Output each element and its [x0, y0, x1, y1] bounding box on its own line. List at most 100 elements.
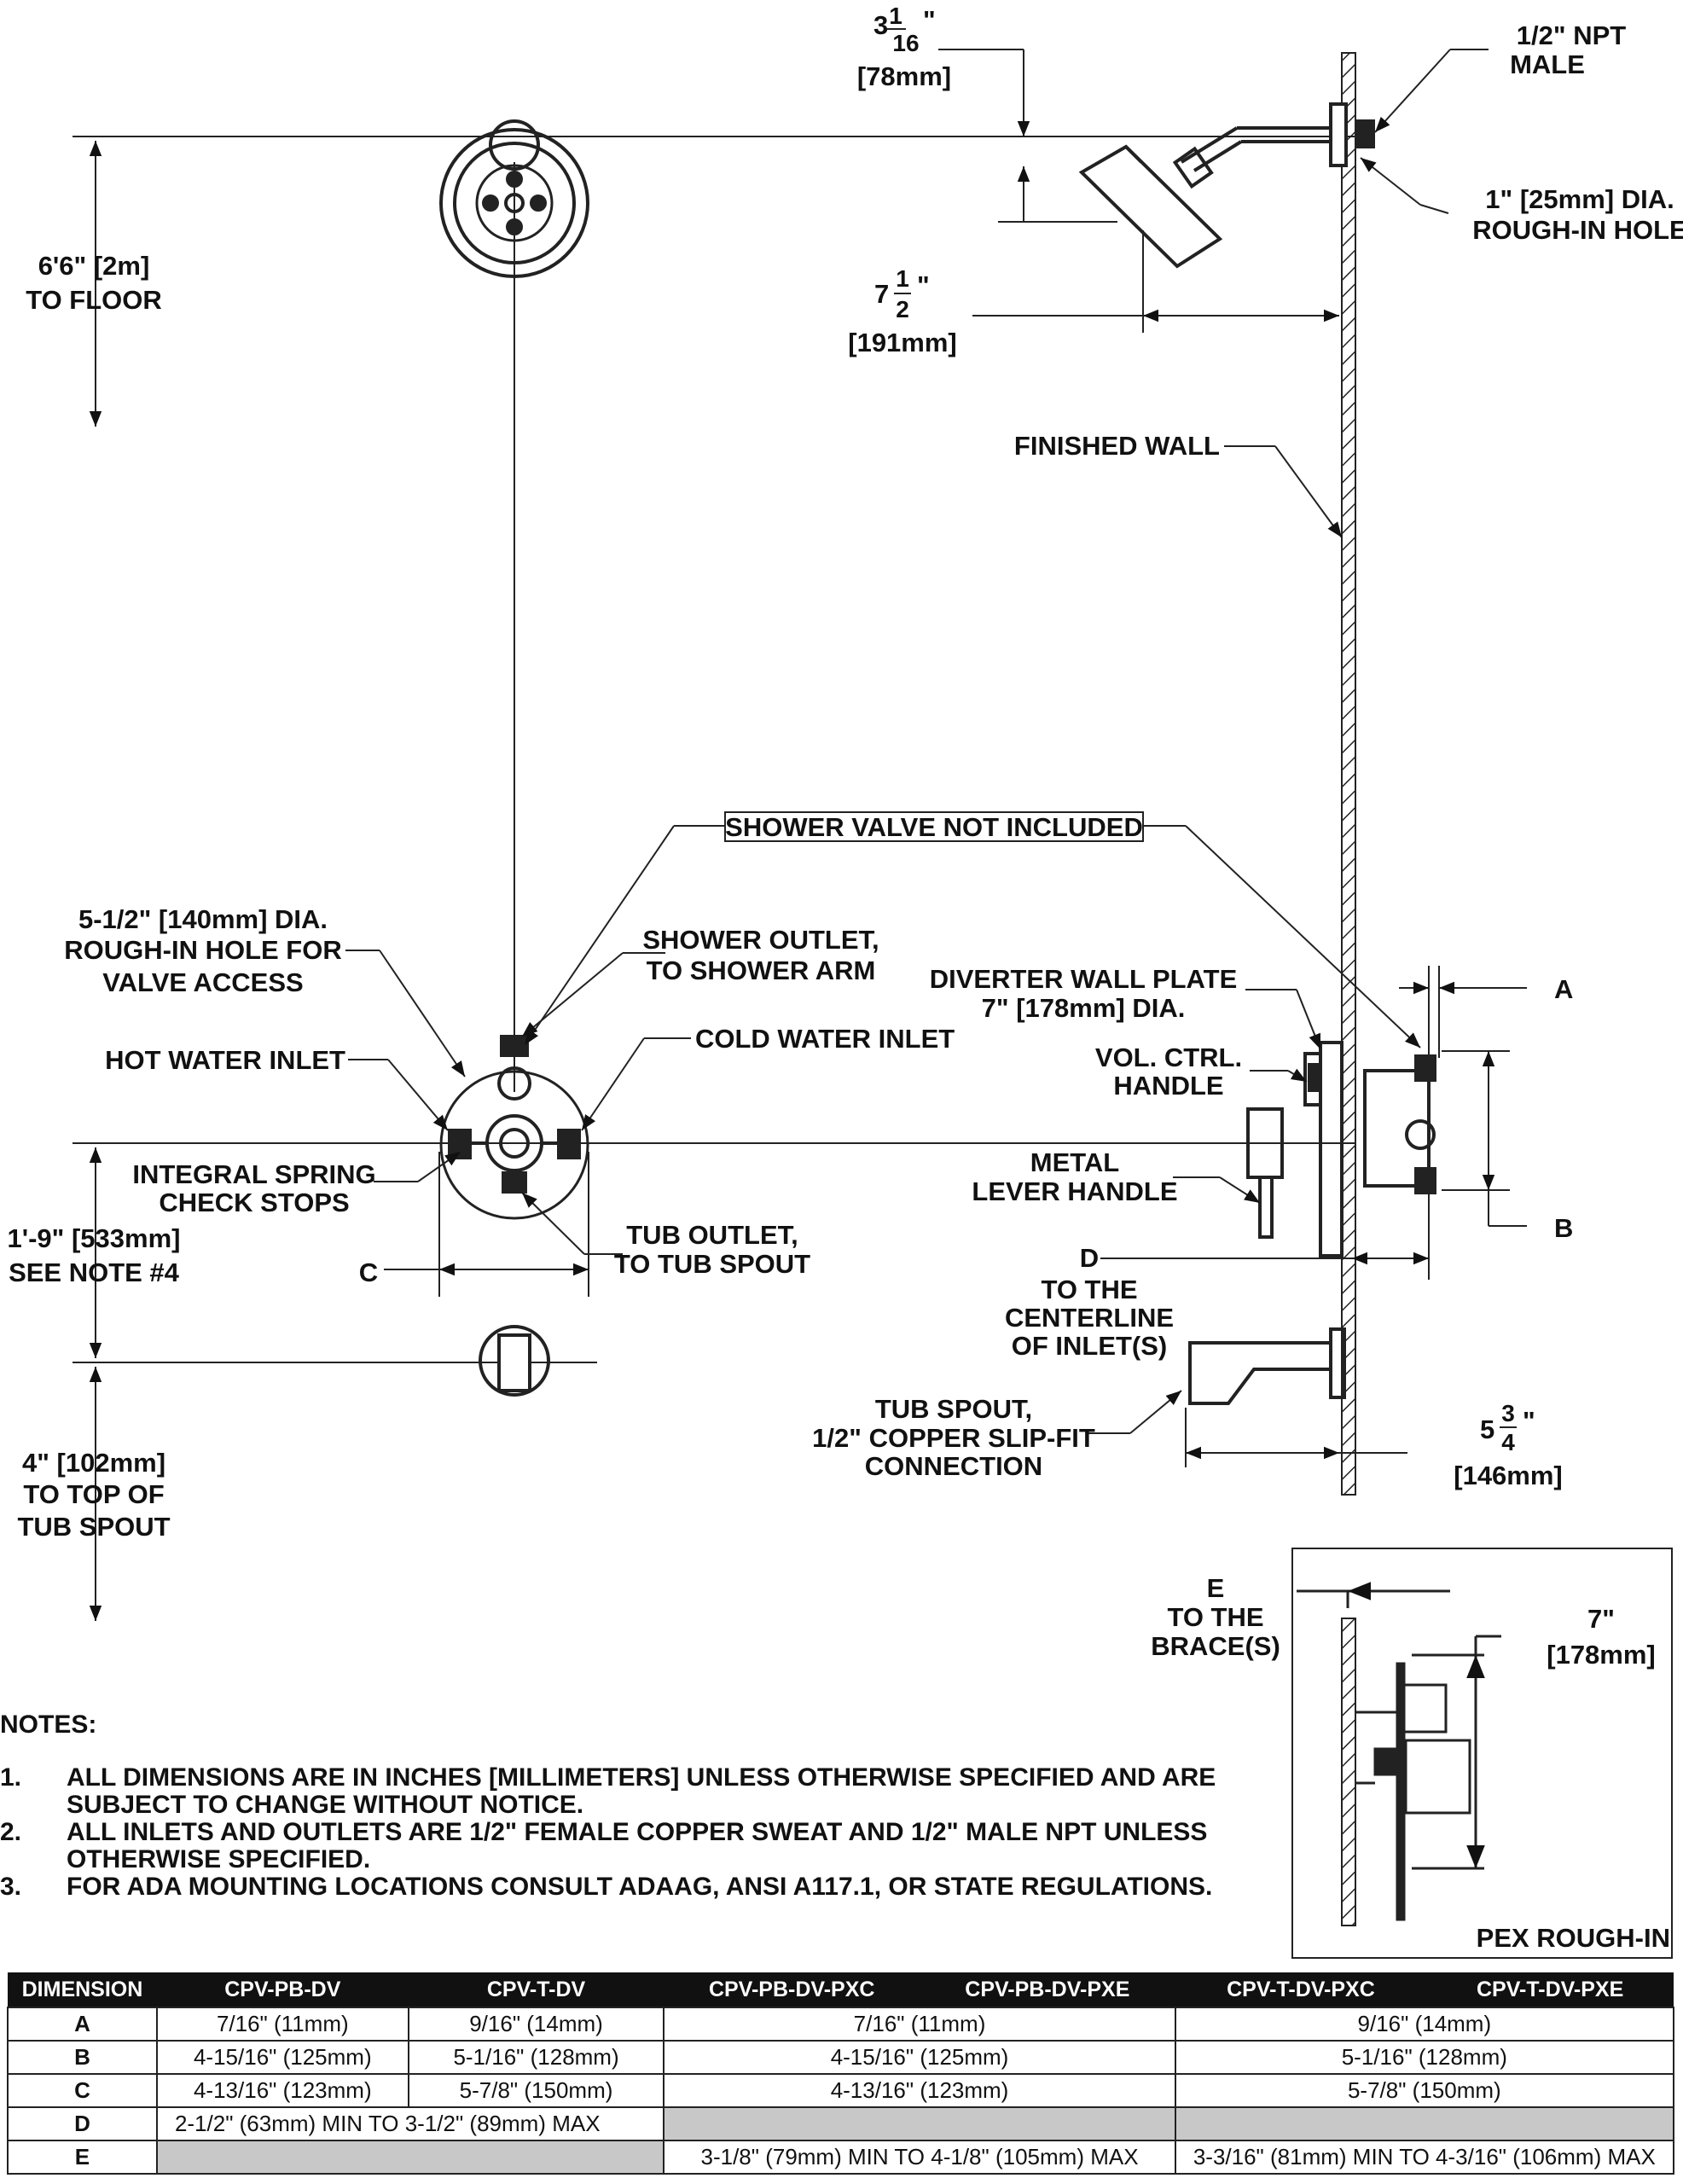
table-row: C 4-13/16" (123mm) 5-7/8" (150mm) 4-13/1…: [7, 2073, 1675, 2108]
lever-line-2: LEVER HANDLE: [972, 1176, 1177, 1206]
table-header: DIMENSION: [8, 1972, 157, 2007]
arm-reach-den: 2: [896, 296, 909, 322]
access-hole-line-1: 5-1/2" [140mm] DIA.: [78, 904, 328, 934]
arm-drop-mm: [78mm]: [857, 61, 951, 91]
arm-reach-mm: [191mm]: [848, 328, 957, 357]
spout-reach-den: 4: [1501, 1429, 1515, 1455]
table-header: CPV-T-DV-PXC: [1175, 1972, 1427, 2007]
table-header: CPV-T-DV: [408, 1972, 664, 2007]
table-row: D 2-1/2" (63mm) MIN TO 3-1/2" (89mm) MAX: [7, 2106, 1675, 2141]
finished-wall: [1341, 52, 1356, 1496]
spout-height-line-3: TUB SPOUT: [17, 1512, 170, 1542]
arm-reach-num: 1: [896, 265, 909, 292]
table-header: CPV-PB-DV: [156, 1972, 409, 2007]
note-number: 2.: [0, 1818, 22, 1846]
npt-line-2: MALE: [1510, 49, 1585, 79]
leader-lines: [345, 49, 1489, 1434]
dim-d-line-4: OF INLET(S): [1012, 1331, 1168, 1361]
note-item: 3. FOR ADA MOUNTING LOCATIONS CONSULT AD…: [0, 1873, 1237, 1901]
valve-front: [439, 1035, 589, 1220]
spout-reach-whole: 5: [1480, 1414, 1494, 1444]
dim-d-line-3: CENTERLINE: [1005, 1303, 1174, 1333]
valve-height-line-2: SEE NOTE #4: [9, 1258, 180, 1287]
table-cell: 9/16" (14mm): [1174, 2007, 1675, 2042]
table-cell: 9/16" (14mm): [407, 2007, 665, 2042]
access-hole-line-2: ROUGH-IN HOLE FOR: [64, 935, 342, 965]
table-cell: 4-15/16" (125mm): [155, 2040, 409, 2075]
table-cell-empty: [155, 2140, 665, 2175]
table-row: E 3-1/8" (79mm) MIN TO 4-1/8" (105mm) MA…: [7, 2140, 1675, 2175]
table-cell: 4-13/16" (123mm): [155, 2073, 409, 2108]
hot-inlet-label: HOT WATER INLET: [105, 1045, 345, 1075]
table-cell: 5-1/16" (128mm): [407, 2040, 665, 2075]
table-header: CPV-PB-DV-PXC: [664, 1972, 920, 2007]
note-text: ALL DIMENSIONS ARE IN INCHES [MILLIMETER…: [67, 1763, 1216, 1819]
tub-spout-line-2: 1/2" COPPER SLIP-FIT: [812, 1423, 1095, 1453]
tub-spout-line-1: TUB SPOUT,: [875, 1394, 1032, 1424]
spout-reach-inch: ": [1523, 1406, 1535, 1436]
table-cell: 7/16" (11mm): [155, 2007, 409, 2042]
arm-reach-whole: 7: [874, 279, 889, 309]
spout-reach-mm: [146mm]: [1454, 1461, 1563, 1490]
table-cell: 5-7/8" (150mm): [1174, 2073, 1675, 2108]
table-header: CPV-PB-DV-PXE: [920, 1972, 1175, 2007]
npt-line-1: 1/2" NPT: [1517, 20, 1626, 50]
table-cell: 3-1/8" (79mm) MIN TO 4-1/8" (105mm) MAX: [663, 2140, 1176, 2175]
dimension-table: DIMENSION CPV-PB-DV CPV-T-DV CPV-PB-DV-P…: [7, 1972, 1675, 2175]
centerlines: [73, 136, 1365, 1363]
table-header: CPV-T-DV-PXE: [1426, 1972, 1674, 2007]
dim-e-line-1: E: [1207, 1573, 1225, 1603]
shower-head-front: [439, 119, 589, 278]
tub-spout-side: [1188, 1327, 1346, 1405]
table-cell: 3-3/16" (81mm) MIN TO 4-3/16" (106mm) MA…: [1174, 2140, 1675, 2175]
note-item: 2. ALL INLETS AND OUTLETS ARE 1/2" FEMAL…: [0, 1819, 1237, 1873]
check-stops-line-2: CHECK STOPS: [159, 1188, 349, 1217]
vol-handle-line-2: HANDLE: [1113, 1071, 1223, 1101]
table-row: B 4-15/16" (125mm) 5-1/16" (128mm) 4-15/…: [7, 2040, 1675, 2075]
tub-outlet-line-2: TO TUB SPOUT: [614, 1249, 810, 1279]
wall-plate-line-1: DIVERTER WALL PLATE: [930, 964, 1238, 994]
notes-heading: NOTES:: [0, 1711, 97, 1739]
table-cell: 4-13/16" (123mm): [663, 2073, 1176, 2108]
dim-a-label: A: [1554, 974, 1573, 1004]
tub-spout-line-3: CONNECTION: [865, 1451, 1042, 1481]
note-number: 3.: [0, 1873, 22, 1901]
tub-spout-front: [479, 1325, 550, 1397]
dim-b-label: B: [1554, 1213, 1573, 1243]
dim-e-line-3: BRACE(S): [1151, 1631, 1280, 1661]
dim-c-label: C: [359, 1258, 378, 1287]
note-item: 1. ALL DIMENSIONS ARE IN INCHES [MILLIME…: [0, 1764, 1237, 1819]
access-hole-line-3: VALVE ACCESS: [102, 967, 303, 997]
table-cell: B: [7, 2040, 158, 2075]
dim-e-line-2: TO THE: [1167, 1602, 1263, 1632]
arm-drop-den: 16: [892, 30, 919, 56]
shower-head-side: [1078, 102, 1375, 269]
drawing-labels: 3 1 16 " [78mm] 7 1 2 " [191mm] 6'6" [2m…: [8, 3, 1683, 1953]
rough-hole-line-1: 1" [25mm] DIA.: [1485, 184, 1674, 214]
valve-height-line-1: 1'-9" [533mm]: [8, 1223, 181, 1253]
arm-drop-inch: ": [923, 5, 936, 35]
table-cell: 5-7/8" (150mm): [407, 2073, 665, 2108]
head-height-line-1: 6'6" [2m]: [38, 251, 150, 281]
shower-outlet-line-1: SHOWER OUTLET,: [642, 925, 879, 955]
notes-section: NOTES: 1. ALL DIMENSIONS ARE IN INCHES […: [0, 1711, 1237, 1901]
valve-side: [1246, 1041, 1436, 1258]
pex-height-line-2: [178mm]: [1547, 1640, 1656, 1670]
table-cell: 5-1/16" (128mm): [1174, 2040, 1675, 2075]
arm-drop-whole: 3: [873, 10, 888, 40]
finished-wall-label: FINISHED WALL: [1014, 431, 1220, 461]
table-cell-empty: [663, 2106, 1176, 2141]
valve-not-included-label: SHOWER VALVE NOT INCLUDED: [725, 812, 1143, 842]
shower-outlet-line-2: TO SHOWER ARM: [647, 956, 876, 985]
lever-line-1: METAL: [1030, 1147, 1119, 1177]
rough-hole-line-2: ROUGH-IN HOLE: [1472, 215, 1683, 245]
spout-height-line-1: 4" [102mm]: [22, 1448, 165, 1478]
dim-d-line-2: TO THE: [1041, 1275, 1137, 1304]
table-cell-empty: [1174, 2106, 1675, 2141]
vol-handle-line-1: VOL. CTRL.: [1095, 1043, 1242, 1072]
pex-inset: [1291, 1548, 1673, 1959]
table-cell: D: [7, 2106, 158, 2141]
rough-in-drawing: 3 1 16 " [78mm] 7 1 2 " [191mm] 6'6" [2m…: [8, 3, 1683, 1959]
table-cell: A: [7, 2007, 158, 2042]
head-height-line-2: TO FLOOR: [26, 285, 162, 315]
